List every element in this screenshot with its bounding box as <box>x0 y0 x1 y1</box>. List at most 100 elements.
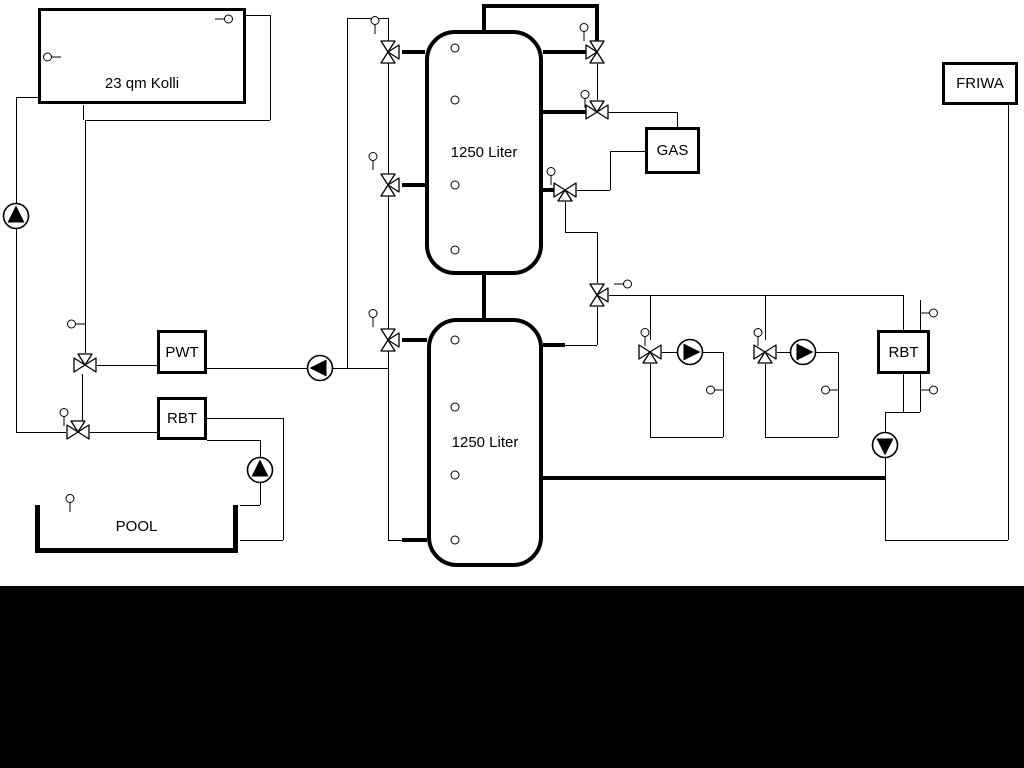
pump-down-icon <box>871 431 899 459</box>
pipe-thick <box>543 50 586 54</box>
three-way-valve-icon <box>66 420 90 440</box>
pipe-thick <box>543 476 885 480</box>
pipe <box>650 437 723 438</box>
buffer-tank-top-label: 1250 Liter <box>450 144 518 161</box>
temperature-sensor-icon <box>579 23 589 41</box>
three-way-valve-icon <box>553 182 577 202</box>
pipe <box>885 540 1008 541</box>
pwt-label: PWT <box>165 343 199 361</box>
tank-sensor-icon <box>450 95 460 105</box>
temperature-sensor-icon <box>580 90 590 108</box>
pipe-thick <box>482 4 599 8</box>
temperature-sensor-icon <box>706 385 724 395</box>
pipe-thick <box>402 538 427 542</box>
pipe <box>90 365 157 366</box>
three-way-valve-icon <box>589 283 609 307</box>
temperature-sensor-icon <box>920 385 938 395</box>
pipe <box>82 374 83 422</box>
temperature-sensor-icon <box>368 152 378 170</box>
pipe <box>723 352 724 437</box>
pipe <box>765 437 838 438</box>
rbt-right-box: RBT <box>877 330 930 374</box>
buffer-tank-bottom: 1250 Liter <box>427 318 543 567</box>
tank-sensor-icon <box>450 180 460 190</box>
pool-basin: POOL <box>35 505 238 553</box>
pipe <box>347 18 388 19</box>
pipe <box>85 120 270 121</box>
pipe <box>207 368 388 369</box>
pipe-thick <box>543 188 554 192</box>
pipe <box>662 352 677 353</box>
pipe <box>885 412 920 413</box>
gas-label: GAS <box>656 142 689 159</box>
pipe <box>610 151 645 152</box>
temperature-sensor-icon <box>920 308 938 318</box>
pipe <box>83 105 84 120</box>
pipe-thick <box>482 275 486 318</box>
rbt-right-label: RBT <box>888 343 919 361</box>
pump-left-icon <box>306 354 334 382</box>
three-way-valve-icon <box>380 40 400 64</box>
pipe <box>240 505 260 506</box>
pipe-thick <box>595 4 599 41</box>
pipe-thick <box>543 110 586 114</box>
pump-right-icon <box>676 338 704 366</box>
pwt-heat-exchanger-box: PWT <box>157 330 207 374</box>
pipe <box>650 364 651 437</box>
temperature-sensor-icon <box>370 16 380 34</box>
pump-up-icon <box>2 202 30 230</box>
three-way-valve-icon <box>585 40 605 64</box>
temperature-sensor-icon <box>640 328 650 346</box>
tank-sensor-icon <box>450 245 460 255</box>
pipe <box>16 432 66 433</box>
pipe <box>207 440 260 441</box>
tank-sensor-icon <box>450 335 460 345</box>
temperature-sensor-icon <box>59 408 69 426</box>
letterbox-bottom <box>0 586 1024 768</box>
friwa-label: FRIWA <box>956 75 1004 92</box>
three-way-valve-icon <box>73 353 97 373</box>
pump-right-icon <box>789 338 817 366</box>
pipe <box>597 64 598 100</box>
pipe <box>597 307 598 345</box>
pipe <box>597 232 598 283</box>
temperature-sensor-icon <box>368 309 378 327</box>
pipe-thick <box>402 50 425 54</box>
pipe <box>347 18 348 368</box>
friwa-station-box: FRIWA <box>942 62 1018 105</box>
pipe <box>283 418 284 540</box>
tank-sensor-icon <box>450 402 460 412</box>
tank-sensor-icon <box>450 43 460 53</box>
pipe <box>16 97 17 432</box>
temperature-sensor-icon <box>546 167 556 185</box>
pipe <box>608 112 677 113</box>
rbt-left-box: RBT <box>157 397 207 440</box>
tank-sensor-icon <box>450 470 460 480</box>
temperature-sensor-icon <box>65 494 75 512</box>
pipe <box>838 352 839 437</box>
pipe <box>765 295 766 340</box>
temperature-sensor-icon <box>821 385 839 395</box>
pipe <box>90 432 157 433</box>
buffer-tank-bottom-label: 1250 Liter <box>451 434 519 451</box>
pump-up-icon <box>246 456 274 484</box>
temperature-sensor-icon <box>43 52 61 62</box>
pipe <box>677 112 678 127</box>
mixing-valve-icon <box>753 344 777 364</box>
pipe <box>270 15 271 120</box>
three-way-valve-icon <box>585 100 609 120</box>
pipe <box>903 374 904 412</box>
pipe <box>240 540 283 541</box>
pipe <box>885 412 886 540</box>
pipe-thick <box>402 183 425 187</box>
temperature-sensor-icon <box>215 14 233 24</box>
pipe <box>577 190 610 191</box>
pipe <box>765 364 766 437</box>
pipe <box>609 295 903 296</box>
pipe-thick <box>543 343 565 347</box>
temperature-sensor-icon <box>753 328 763 346</box>
temperature-sensor-icon <box>614 279 632 289</box>
pipe <box>565 345 597 346</box>
gas-boiler-box: GAS <box>645 127 700 174</box>
